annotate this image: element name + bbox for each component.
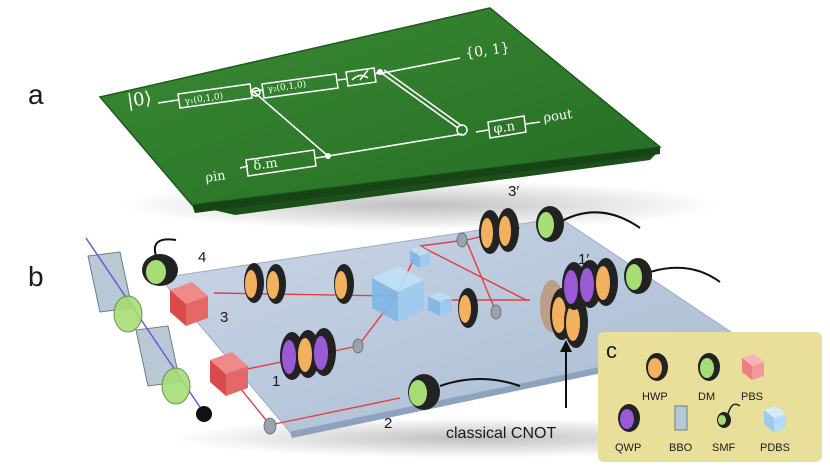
hwp-middle xyxy=(458,288,478,328)
input-ket: |0⟩ xyxy=(126,88,153,112)
label-1: 1 xyxy=(272,373,280,390)
board-surface xyxy=(98,7,662,206)
output-register: {0, 1} xyxy=(464,40,510,62)
panel-label-a: a xyxy=(28,79,44,110)
cnot-arrow xyxy=(560,340,572,408)
dm-lower xyxy=(161,367,191,405)
legend-qwp-icon xyxy=(618,404,640,432)
gate2-label: γ₂(0,1,0) xyxy=(267,79,307,95)
label-4: 4 xyxy=(198,249,206,266)
mirror-1 xyxy=(456,232,468,248)
legend-box: c HWP DM PBS QWP BBO xyxy=(598,332,822,462)
legend-bbo-icon xyxy=(674,405,688,431)
phi-gate-label: φ.n xyxy=(492,119,516,137)
legend-pbs-icon xyxy=(742,354,764,380)
gate2-box xyxy=(261,73,339,99)
legend-qwp-label: QWP xyxy=(615,442,641,454)
legend-smf-label: SMF xyxy=(712,442,736,454)
panel-label-b: b xyxy=(28,261,44,292)
delta-gate-box xyxy=(245,149,317,177)
mirror-2 xyxy=(490,304,502,320)
legend-dm-label: DM xyxy=(698,391,715,403)
label-3: 3 xyxy=(220,309,228,326)
meter-needle xyxy=(359,69,369,81)
legend-pdbs-label: PDBS xyxy=(760,442,790,454)
label-2: 2 xyxy=(384,415,392,432)
pdbs-cube-small-top xyxy=(410,246,430,268)
mirror-4 xyxy=(263,417,277,435)
meter-arc xyxy=(351,74,369,81)
label-1prime: 1′ xyxy=(578,251,589,268)
control-dot xyxy=(325,153,331,159)
smf-coupler-1prime xyxy=(624,258,721,294)
legend-bbo-label: BBO xyxy=(669,442,693,454)
rho-in-label: ρin xyxy=(204,168,227,186)
delta-gate-label: δ.m xyxy=(252,156,278,174)
legend-dm-icon xyxy=(698,353,720,381)
circuit-gates xyxy=(177,67,527,177)
qwp-stack-1 xyxy=(280,328,336,380)
mirror-3 xyxy=(352,338,364,354)
phi-gate-box xyxy=(487,115,527,139)
legend-hwp-icon xyxy=(646,353,668,381)
legend-smf-icon xyxy=(717,403,741,428)
pdbs-cube-small-right xyxy=(428,292,452,316)
smf-coupler-2 xyxy=(408,374,521,410)
legend-hwp-label: HWP xyxy=(642,391,668,403)
smf-coupler-3prime xyxy=(536,206,641,242)
mirrors xyxy=(263,232,502,435)
hwp-stack-3prime xyxy=(479,208,519,254)
gate1-label: γ₁(0,1,0) xyxy=(184,91,224,107)
board-thickness xyxy=(192,147,660,213)
pdbs-cube-large xyxy=(372,266,424,322)
laser-beams xyxy=(213,227,530,426)
qwp-stack-1prime xyxy=(562,258,618,310)
circuit-board: |0⟩ γ₁(0,1,0) γ₂(0,1,0) {0, 1} δ.m φ.n ρ… xyxy=(98,7,720,230)
dm-upper xyxy=(113,295,143,333)
rho-out-label: ρout xyxy=(542,107,574,126)
legend-pdbs-icon xyxy=(764,406,786,432)
pbs-cube-3 xyxy=(170,282,208,326)
circuit-wires xyxy=(157,57,541,169)
control-circle xyxy=(251,87,261,97)
pbs-cube-1 xyxy=(210,352,248,396)
panel-label-c: c xyxy=(606,338,617,363)
classical-dot xyxy=(377,69,383,75)
beam-dump xyxy=(196,406,212,422)
target-circle xyxy=(456,124,468,136)
measure-box xyxy=(345,67,377,87)
label-classical-cnot: classical CNOT xyxy=(446,425,556,442)
hwp-pair-upper xyxy=(244,263,354,304)
smf-coupler-4 xyxy=(142,238,178,286)
label-3prime: 3′ xyxy=(508,183,519,200)
gate1-box xyxy=(177,83,253,109)
legend-pbs-label: PBS xyxy=(741,391,763,403)
